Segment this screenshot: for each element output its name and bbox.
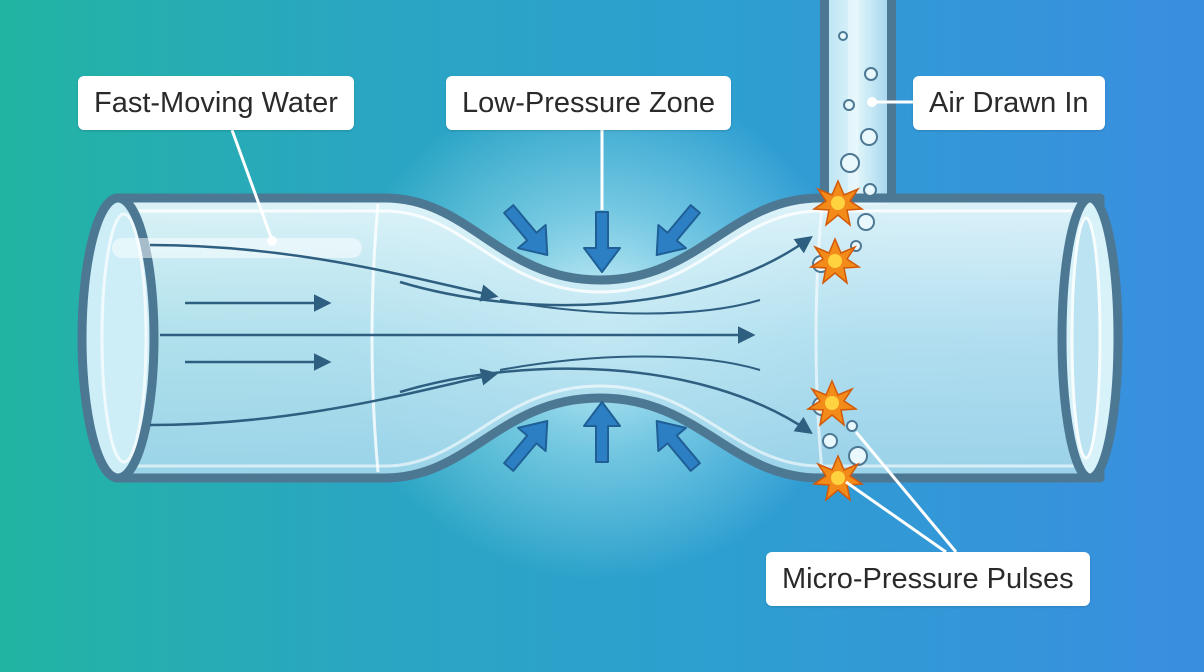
pressure-arrow-icon [655, 420, 701, 472]
pressure-arrow-icon [583, 401, 621, 463]
pressure-arrow-icon [503, 420, 549, 472]
flow-arrow-icon [149, 368, 499, 427]
leader-lines [230, 97, 958, 554]
pressure-arrow-icon [503, 204, 549, 256]
air-bubble-icon [840, 153, 860, 173]
air-bubble-icon [857, 213, 875, 231]
label-fast-moving-water: Fast-Moving Water [78, 76, 354, 130]
leader-fast-moving-water [230, 129, 274, 241]
air-bubble-icon [822, 433, 838, 449]
pipe-left-opening [77, 193, 159, 483]
air-bubble-icon [846, 420, 858, 432]
flow-arrow-icon [399, 235, 813, 307]
pressure-pulses [805, 179, 865, 502]
flow-arrow-icon [399, 367, 813, 434]
pulse-burst-icon [811, 454, 865, 502]
air-bubble-icon [843, 99, 855, 111]
pressure-arrow-icon [655, 204, 701, 256]
pressure-arrow-icon [583, 211, 621, 273]
label-air-drawn-in: Air Drawn In [913, 76, 1105, 130]
air-bubble-icon [864, 67, 878, 81]
air-bubble-icon [848, 446, 868, 466]
flow-arrow-icon [149, 243, 499, 302]
air-bubble-icon [838, 31, 848, 41]
air-bubble-icon [863, 183, 877, 197]
flow-streamlines [149, 235, 813, 434]
pulse-burst-icon [811, 179, 865, 227]
pulse-burst-icon [808, 237, 862, 285]
air-intake-tube [820, 0, 896, 205]
leader-micro-pressure-pulses-b [845, 480, 947, 554]
label-low-pressure-zone: Low-Pressure Zone [446, 76, 732, 130]
pressure-arrows [503, 204, 701, 472]
label-micro-pressure-pulses: Micro-Pressure Pulses [766, 552, 1090, 606]
pulse-burst-icon [805, 379, 859, 427]
air-bubble-icon [860, 128, 878, 146]
leader-micro-pressure-pulses-a [854, 431, 958, 553]
